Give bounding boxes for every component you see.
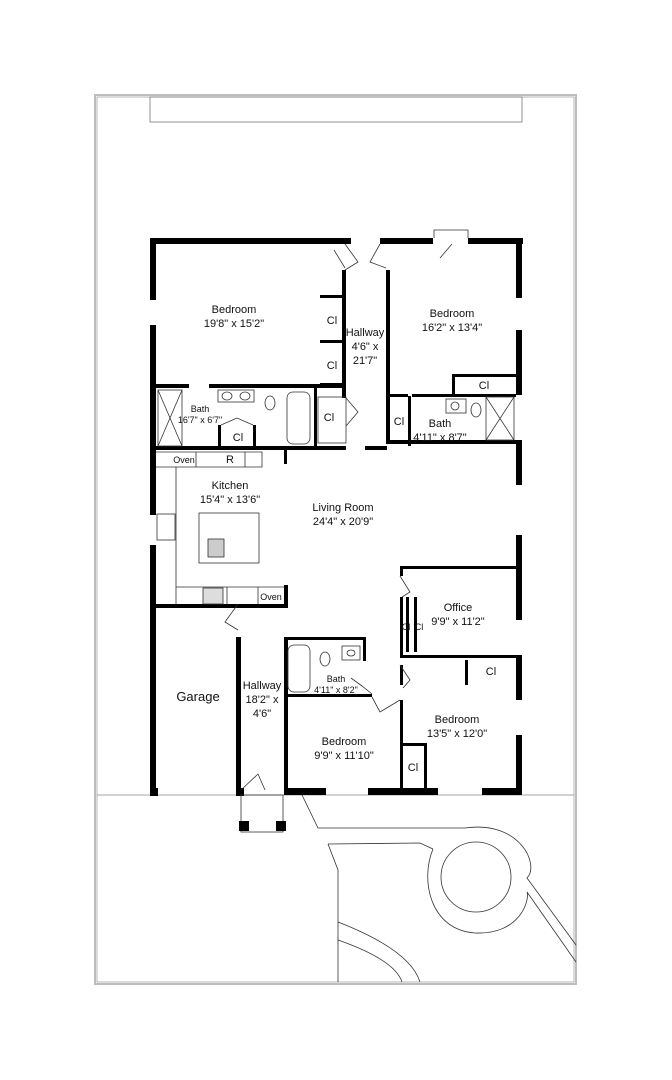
closet-label: Cl (233, 432, 243, 444)
oven-label: Oven (260, 592, 282, 602)
closet-label: Cl (402, 622, 411, 632)
closet-label: Cl (394, 416, 404, 428)
closet-label: Cl (486, 666, 496, 678)
refrigerator-label: R (226, 454, 234, 466)
closet-label: Cl (479, 380, 489, 392)
oven-label: Oven (173, 455, 195, 465)
closet-label: Cl (415, 622, 424, 632)
closet-label: Cl (324, 412, 334, 424)
closet-label: Cl (327, 315, 337, 327)
closet-label: Cl (327, 360, 337, 372)
closet-label: Cl (408, 762, 418, 774)
